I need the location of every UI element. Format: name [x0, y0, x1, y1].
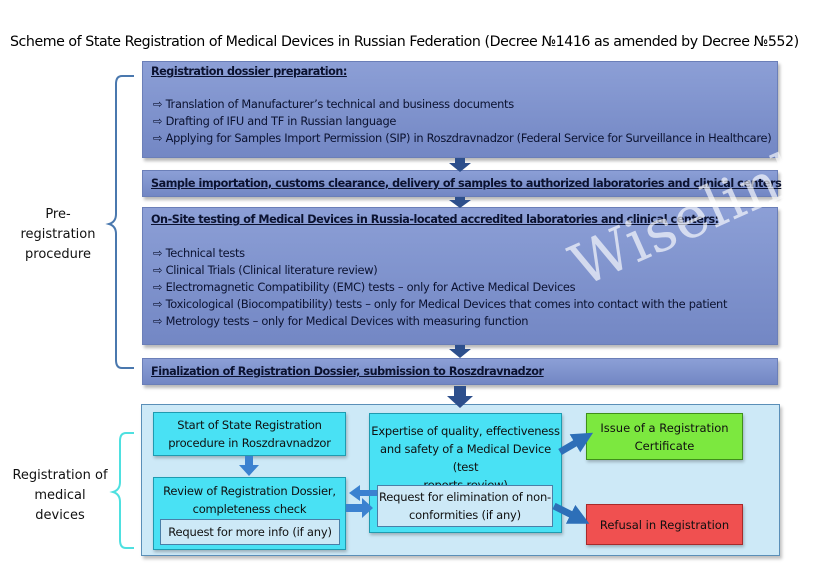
start-registration-box: Start of State Registration procedure in… [153, 412, 346, 456]
issue-line1: Issue of a Registration [600, 420, 729, 435]
request-elimination-box: Request for elimination of non- conformi… [377, 485, 553, 527]
list-item: ⇨ Electromagnetic Compatibility (EMC) te… [153, 280, 576, 294]
pre-registration-label: Pre-registration procedure [8, 205, 108, 265]
expertise-line1: Expertise of quality, effectiveness [371, 424, 560, 438]
refusal-box: Refusal in Registration [586, 504, 743, 545]
issue-line2: Certificate [634, 438, 695, 453]
registration-label: Registration of medical devices [8, 466, 112, 526]
registration-label-line2: medical devices [34, 488, 86, 523]
list-item: ⇨ Metrology tests – only for Medical Dev… [153, 314, 529, 328]
start-line2: procedure in Roszdravnadzor [168, 436, 331, 450]
review-line1: Review of Registration Dossier, [163, 484, 336, 498]
diagram-title: Scheme of State Registration of Medical … [10, 34, 799, 50]
refusal-text: Refusal in Registration [599, 517, 730, 532]
elimination-line2: conformities (if any) [409, 508, 521, 522]
stage-dossier-preparation: Registration dossier preparation: ⇨ Tran… [142, 61, 778, 158]
issue-certificate-box: Issue of a Registration Certificate [586, 413, 743, 460]
request-more-info-text: Request for more info (if any) [168, 525, 332, 539]
stage-heading: On-Site testing of Medical Devices in Ru… [151, 213, 719, 226]
list-item: ⇨ Toxicological (Biocompatibility) tests… [153, 297, 728, 311]
stage-finalization: Finalization of Registration Dossier, su… [142, 358, 778, 385]
arrow-right-icon: ⇨ [153, 131, 163, 145]
registration-label-line1: Registration of [12, 468, 108, 483]
stage-heading: Registration dossier preparation: [151, 65, 347, 78]
stage-heading: Finalization of Registration Dossier, su… [151, 365, 544, 378]
list-item: ⇨ Clinical Trials (Clinical literature r… [153, 263, 378, 277]
arrow-down-icon [449, 345, 471, 358]
request-more-info-box: Request for more info (if any) [160, 519, 340, 545]
arrow-right-icon: ⇨ [153, 97, 163, 111]
review-line2: completeness check [192, 502, 307, 516]
pre-registration-label-line1: Pre-registration [20, 207, 96, 242]
pre-registration-label-line2: procedure [25, 247, 91, 262]
arrow-right-icon: ⇨ [153, 297, 163, 311]
arrow-right-icon: ⇨ [153, 114, 163, 128]
list-item: ⇨ Applying for Samples Import Permission… [153, 131, 772, 145]
stage-heading: Sample importation, customs clearance, d… [151, 177, 782, 190]
expertise-line2: and safety of a Medical Device (test [380, 442, 551, 474]
elimination-line1: Request for elimination of non- [378, 490, 552, 504]
list-item: ⇨ Drafting of IFU and TF in Russian lang… [153, 114, 397, 128]
arrow-right-icon: ⇨ [153, 263, 163, 277]
list-item: ⇨ Translation of Manufacturer’s technica… [153, 97, 514, 111]
start-line1: Start of State Registration [177, 418, 322, 432]
arrow-right-icon: ⇨ [153, 280, 163, 294]
list-item: ⇨ Technical tests [153, 246, 245, 260]
arrow-right-icon: ⇨ [153, 314, 163, 328]
arrow-right-icon: ⇨ [153, 246, 163, 260]
